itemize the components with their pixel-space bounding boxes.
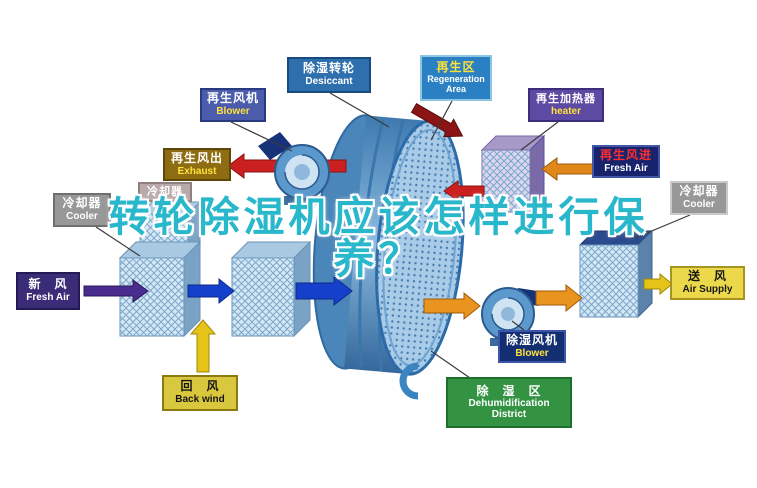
label-cooler-right-en: Cooler (683, 199, 715, 211)
label-back-wind-en: Back wind (175, 394, 225, 406)
arrow-orange-freshair-in (541, 157, 597, 181)
label-exhaust-en: Exhaust (177, 165, 217, 177)
label-dehumidification-district-en2: District (491, 409, 527, 421)
connector-lines (95, 92, 691, 379)
label-back-wind: 回 风 Back wind (162, 375, 238, 411)
label-regen-fresh-air-zh: 再生风进 (599, 147, 652, 162)
label-regen-blower: 再生风机 Blower (200, 88, 266, 122)
label-back-wind-zh: 回 风 (180, 379, 220, 394)
label-regen-blower-zh: 再生风机 (206, 91, 259, 106)
label-air-supply-zh: 送 风 (687, 269, 727, 284)
label-exhaust: 再生风出 Exhaust (163, 148, 231, 181)
clamp-icon (399, 362, 419, 400)
label-fresh-air: 新 风 Fresh Air (16, 272, 80, 310)
label-regeneration-area-en: Regeneration Area (427, 74, 485, 94)
label-dehumid-blower: 除湿风机 Blower (498, 330, 566, 363)
label-exhaust-zh: 再生风出 (170, 150, 223, 165)
label-dehumidification-district: 除 湿 区 Dehumidification District (446, 377, 572, 428)
label-regen-heater: 再生加热器 heater (528, 88, 604, 122)
label-regeneration-area: 再生区 Regeneration Area (420, 55, 492, 101)
label-regen-fresh-air: 再生风进 Fresh Air (592, 145, 660, 178)
label-fresh-air-en: Fresh Air (26, 292, 70, 304)
arrow-blue-flow-1 (187, 277, 235, 305)
label-regeneration-area-zh: 再生区 (436, 60, 476, 75)
label-cooler-right: 冷却器 Cooler (670, 181, 728, 215)
label-cooler-mid: 冷却器 (138, 182, 192, 202)
label-regen-heater-zh: 再生加热器 (536, 92, 596, 105)
label-dehumidification-district-zh: 除 湿 区 (476, 383, 542, 398)
arrow-orange-to-cooler (535, 283, 583, 313)
label-dehumidification-district-en1: Dehumidification (468, 398, 550, 410)
label-desiccant-zh: 除湿转轮 (302, 61, 355, 76)
label-cooler-mid-zh: 冷却器 (147, 185, 183, 198)
label-desiccant-en: Desiccant (305, 76, 353, 88)
label-regen-heater-en: heater (550, 105, 581, 117)
arrow-blue-flow-2 (295, 275, 353, 307)
regen-heater-unit (480, 134, 546, 214)
heat-exchanger-center (230, 240, 312, 338)
label-fresh-air-zh: 新 风 (28, 277, 68, 292)
arrow-purple-freshair (83, 279, 149, 303)
label-air-supply: 送 风 Air Supply (670, 266, 745, 300)
arrow-red-heater-to-rotor (443, 180, 485, 202)
arrow-yellow-supply (643, 272, 673, 296)
cooler-unit-right (578, 229, 654, 319)
arrow-yellow-return (189, 319, 217, 373)
arrow-maroon-regen (410, 102, 464, 138)
label-air-supply-en: Air Supply (682, 284, 733, 296)
arrow-orange-rotor-out (423, 291, 481, 321)
label-cooler-left-en: Cooler (66, 211, 98, 223)
label-cooler-left-zh: 冷却器 (62, 196, 102, 211)
label-dehumid-blower-en: Blower (515, 347, 549, 359)
rotor-rib (358, 119, 385, 368)
label-desiccant: 除湿转轮 Desiccant (287, 57, 371, 93)
regen-blower-fan (258, 132, 330, 205)
label-cooler-right-zh: 冷却器 (679, 184, 719, 199)
label-regen-blower-en: Blower (216, 106, 250, 118)
rotor-wheel (312, 114, 465, 376)
heat-exchanger-left (118, 240, 202, 338)
label-regen-fresh-air-en: Fresh Air (604, 162, 648, 174)
label-cooler-left: 冷却器 Cooler (53, 193, 111, 227)
label-dehumid-blower-zh: 除湿风机 (505, 332, 558, 347)
